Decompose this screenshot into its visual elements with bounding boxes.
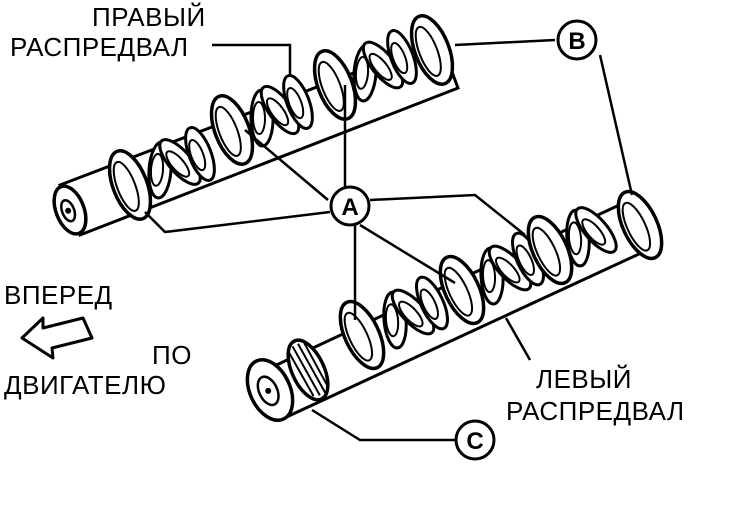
marker-b-label: B: [568, 28, 585, 55]
forward-arrow-icon: [20, 316, 94, 360]
leader-lines: [144, 38, 634, 442]
right-camshaft-leader: [212, 43, 292, 80]
right-camshaft: [52, 8, 463, 237]
marker-a: A: [329, 185, 371, 227]
right-camshaft-label-line1: ПРАВЫЙ: [92, 2, 206, 32]
right-camshaft-label-line2: РАСПРЕДВАЛ: [10, 32, 189, 62]
left-camshaft-label-line1: ЛЕВЫЙ: [536, 364, 632, 394]
left-camshaft: [245, 183, 673, 422]
forward-label: ВПЕРЕД: [4, 280, 113, 310]
marker-c-label: C: [466, 428, 483, 455]
left-camshaft-label-line2: РАСПРЕДВАЛ: [506, 396, 685, 426]
marker-b: B: [556, 19, 598, 61]
marker-a-label: A: [341, 194, 358, 221]
marker-c: C: [454, 419, 496, 461]
engine-label-line1: ПО: [152, 340, 192, 370]
engine-label-line2: ДВИГАТЕЛЮ: [4, 370, 167, 400]
